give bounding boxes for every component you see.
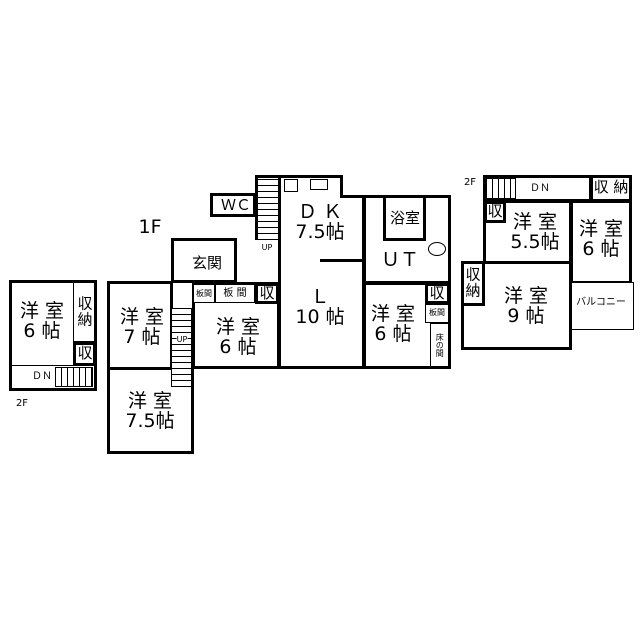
closet-small — [484, 201, 506, 223]
room-bath — [383, 195, 426, 241]
floor-label-1f: 1F — [138, 216, 162, 239]
room-ldk — [278, 175, 365, 369]
label-closet-small: 収 — [77, 344, 93, 363]
label-tokonoma: 床の間 — [435, 333, 445, 357]
label-entrance: 玄関 — [191, 254, 223, 273]
storage-mid — [255, 283, 279, 304]
wall-partition — [320, 259, 363, 262]
room-size: 9 帖 — [507, 305, 545, 327]
room-size: 10 帖 — [295, 306, 345, 328]
balcony — [571, 282, 634, 330]
stairs-up-label: UP — [176, 334, 188, 345]
room-name: 洋 室 — [119, 306, 165, 329]
washbasin-icon — [428, 242, 446, 256]
closet — [73, 282, 95, 342]
wood-floor — [215, 284, 255, 303]
floor-label-2f: 2F — [15, 397, 29, 409]
stairs-1f-left — [171, 308, 192, 387]
stairs-1f-main — [255, 175, 279, 240]
label-closet-left: 収 納 — [465, 265, 481, 299]
label-down: ＤＮ — [530, 182, 550, 194]
label-wood-floor: 板 間 — [223, 287, 247, 299]
label-storage-right: 収 — [429, 284, 445, 303]
label-bath: 浴室 — [389, 209, 421, 228]
label-closet: 収 納 — [77, 294, 93, 328]
room-size: 7 帖 — [123, 326, 161, 348]
closet-small — [73, 342, 96, 366]
stove-icon — [284, 179, 298, 192]
label-closet-top: 収 納 — [593, 178, 629, 197]
room-size: 7.5帖 — [295, 221, 345, 243]
sink-icon — [310, 179, 328, 190]
label-wood-floor-small: 板間 — [196, 288, 212, 298]
room-name: Ｌ — [310, 286, 330, 309]
room-name: 洋 室 — [370, 303, 416, 326]
room-size: 6 帖 — [582, 238, 620, 260]
stairs-2f — [486, 178, 516, 199]
floor-label-2f: 2F — [463, 176, 477, 188]
wall-notch — [340, 175, 369, 198]
closet-left — [461, 261, 485, 306]
wood-floor-small — [193, 284, 215, 303]
label-down: ＤＮ — [32, 370, 52, 382]
room-wc — [210, 193, 256, 217]
label-storage-mid: 収 — [259, 284, 275, 303]
closet-top — [590, 175, 632, 202]
room-name: 洋 室 — [127, 390, 173, 413]
room-name: 洋 室 — [215, 316, 261, 339]
stairs-2f-left — [55, 367, 93, 387]
room-size: 6 帖 — [23, 320, 61, 342]
room-name: 洋 室 — [19, 300, 65, 323]
label-wc: ＷＣ — [220, 196, 252, 215]
room-entrance — [171, 238, 237, 283]
room-size: 6 帖 — [219, 336, 257, 358]
room-name: 洋 室 — [503, 285, 549, 308]
room-name: 洋 室 — [578, 218, 624, 241]
label-utility: ＵＴ — [380, 249, 420, 272]
room-name: 洋 室 — [512, 211, 558, 234]
room-size: 6 帖 — [374, 323, 412, 345]
room-name: Ｄ Ｋ — [297, 201, 343, 224]
tokonoma — [430, 323, 449, 367]
label-wood-floor-right: 板間 — [429, 307, 445, 317]
stairs-up-label: UP — [261, 242, 273, 252]
label-closet-small: 収 — [487, 202, 503, 221]
room-size: 7.5帖 — [125, 410, 175, 432]
label-balcony: バルコニー — [576, 296, 626, 308]
storage-right — [425, 283, 450, 304]
wood-floor-right — [425, 304, 449, 323]
room-size: 5.5帖 — [510, 231, 560, 253]
